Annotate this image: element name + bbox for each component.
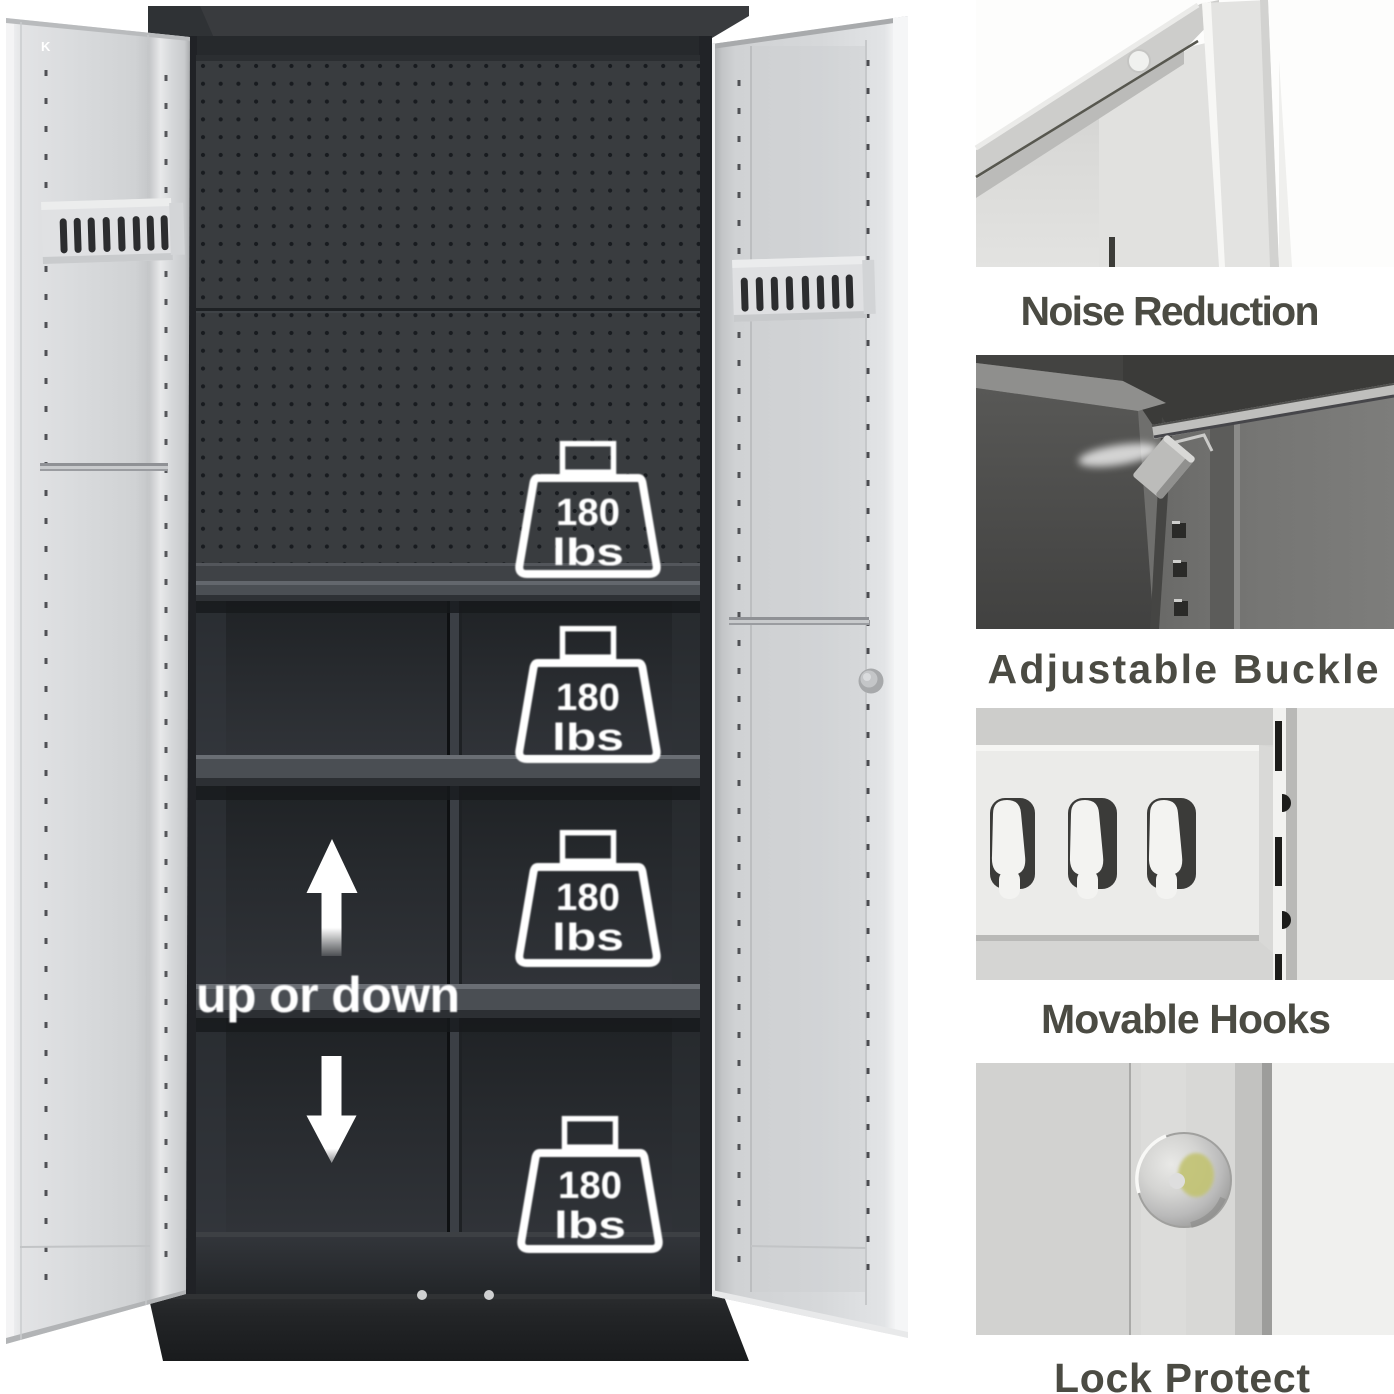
svg-text:up or down: up or down — [196, 967, 460, 1023]
svg-text:180: 180 — [556, 492, 620, 534]
svg-text:180: 180 — [556, 677, 620, 719]
svg-text:lbs: lbs — [552, 717, 624, 759]
svg-text:Noise Reduction: Noise Reduction — [1021, 288, 1320, 334]
svg-text:Lock Protect: Lock Protect — [1054, 1355, 1310, 1394]
svg-text:lbs: lbs — [552, 532, 624, 574]
svg-text:lbs: lbs — [554, 1205, 626, 1247]
svg-text:lbs: lbs — [552, 917, 624, 959]
svg-text:Movable Hooks: Movable Hooks — [1041, 996, 1331, 1042]
svg-text:180: 180 — [556, 877, 620, 919]
svg-text:Adjustable Buckle: Adjustable Buckle — [988, 646, 1379, 692]
svg-text:K: K — [41, 39, 51, 54]
svg-text:180: 180 — [558, 1165, 622, 1207]
